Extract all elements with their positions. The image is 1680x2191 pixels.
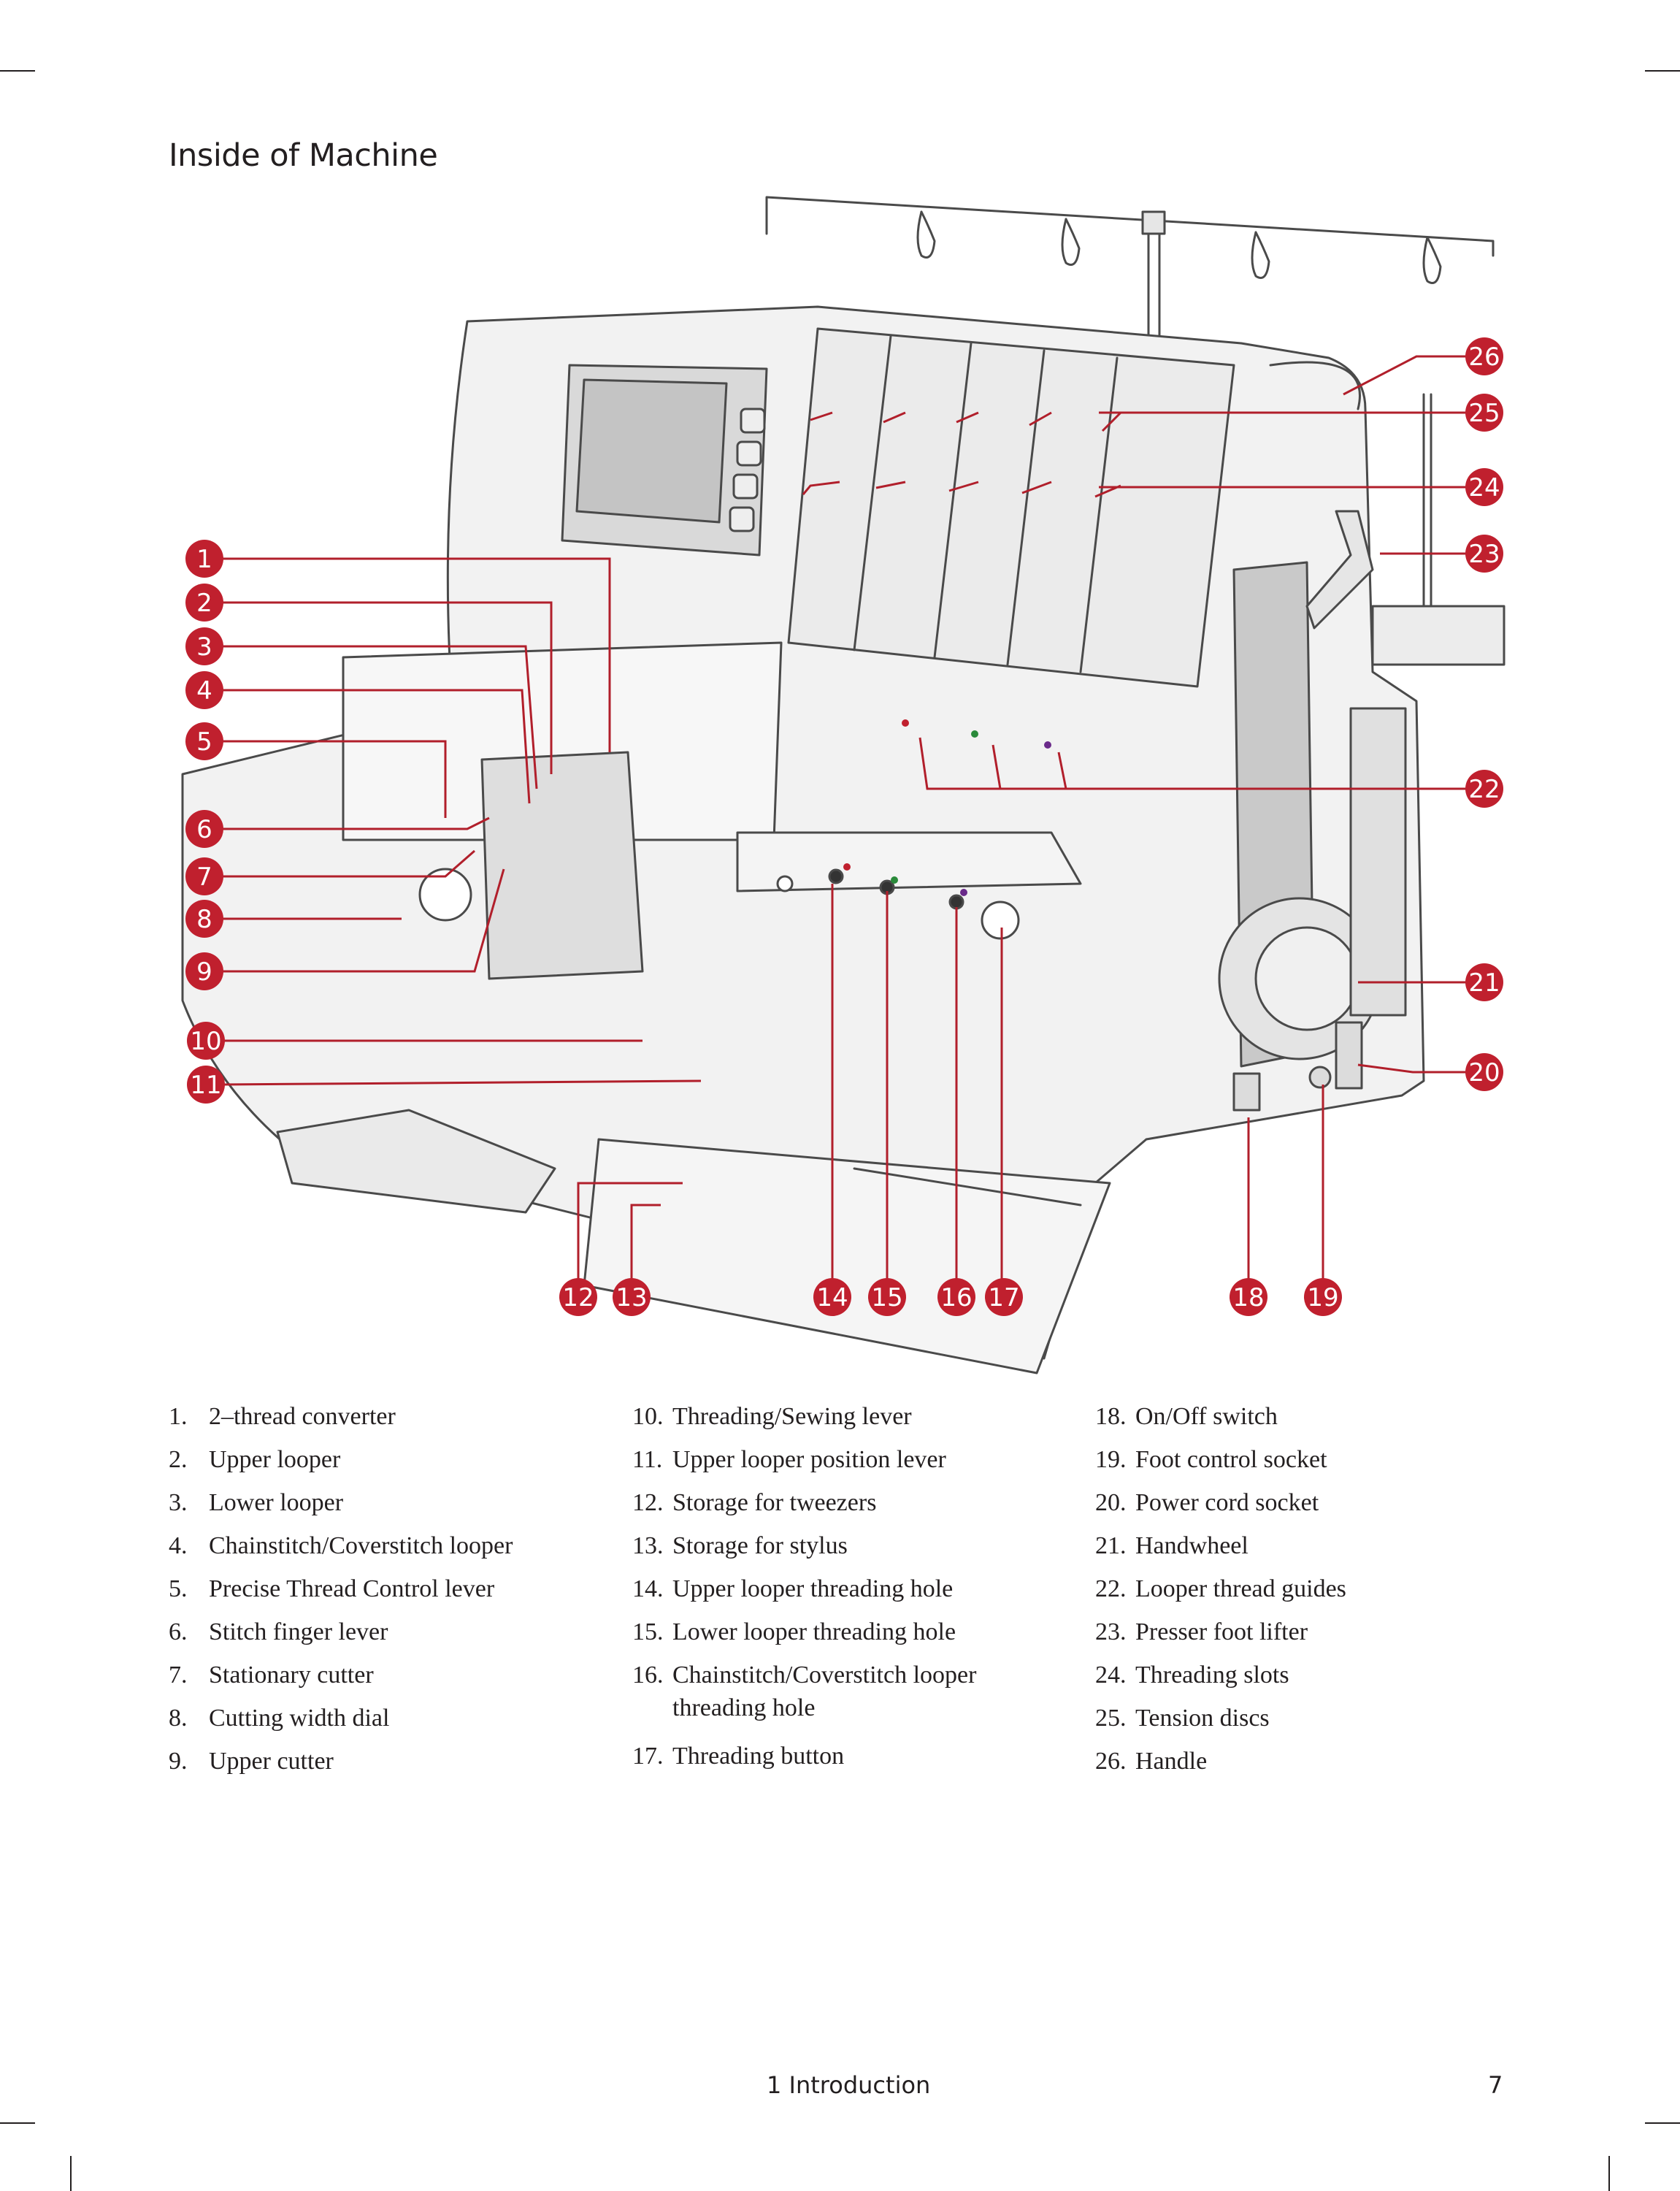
svg-text:9: 9	[196, 957, 212, 987]
legend-column-2: 10.Threading/Sewing lever 11.Upper loope…	[632, 1395, 1016, 1778]
callout-20: 20	[1465, 1053, 1503, 1091]
legend-column-3: 18.On/Off switch 19.Foot control socket …	[1095, 1395, 1346, 1783]
svg-text:11: 11	[190, 1071, 221, 1100]
thread-stand	[765, 196, 1495, 257]
callout-12: 12	[559, 1278, 597, 1316]
legend-item: 6.Stitch finger lever	[169, 1618, 388, 1645]
crop-mark	[0, 2122, 35, 2124]
legend-item: 8.Cutting width dial	[169, 1705, 390, 1732]
callout-11: 11	[187, 1066, 225, 1104]
callout-17: 17	[985, 1278, 1023, 1316]
legend-item: 20.Power cord socket	[1095, 1489, 1319, 1516]
svg-text:1: 1	[196, 545, 212, 574]
crop-mark	[1608, 2156, 1610, 2191]
callout-24: 24	[1465, 468, 1503, 506]
legend-item: 25.Tension discs	[1095, 1705, 1270, 1732]
legend-item: 22.Looper thread guides	[1095, 1575, 1346, 1602]
crop-mark	[1645, 70, 1680, 72]
legend-item: 10.Threading/Sewing lever	[632, 1403, 912, 1430]
legend-item: 14.Upper looper threading hole	[632, 1575, 954, 1602]
callout-18: 18	[1230, 1278, 1267, 1316]
svg-text:6: 6	[196, 815, 212, 844]
svg-text:16: 16	[940, 1283, 972, 1312]
legend-item: 16.Chainstitch/Coverstitch looper thread…	[632, 1662, 977, 1721]
callout-15: 15	[868, 1278, 906, 1316]
callout-19: 19	[1304, 1278, 1342, 1316]
svg-text:4: 4	[196, 676, 212, 706]
svg-text:22: 22	[1468, 775, 1500, 804]
legend-item: 17.Threading button	[632, 1743, 845, 1770]
svg-text:15: 15	[871, 1283, 902, 1312]
callout-13: 13	[613, 1278, 651, 1316]
legend-item: 11.Upper looper position lever	[632, 1446, 946, 1473]
legend-item: 26.Handle	[1095, 1748, 1208, 1775]
legend-column-1: 1.2–thread converter 2.Upper looper 3.Lo…	[169, 1395, 513, 1783]
legend-item: 15.Lower looper threading hole	[632, 1618, 956, 1645]
svg-text:24: 24	[1468, 473, 1500, 502]
callout-23: 23	[1465, 535, 1503, 573]
svg-text:8: 8	[196, 905, 212, 934]
callout-badges: 1 2 3 4 5 6 7 8 9 10 11 12 13 14 15 16 1…	[185, 337, 1503, 1316]
svg-text:17: 17	[988, 1283, 1019, 1312]
svg-text:19: 19	[1307, 1283, 1338, 1312]
legend-item: 7.Stationary cutter	[169, 1662, 374, 1689]
legend-item: 9.Upper cutter	[169, 1748, 334, 1775]
callout-26: 26	[1465, 337, 1503, 375]
callout-2: 2	[185, 584, 223, 622]
svg-text:18: 18	[1232, 1283, 1264, 1312]
machine-illustration: 1 2 3 4 5 6 7 8 9 10 11 12 13 14 15 16 1…	[181, 196, 1506, 1374]
svg-text:10: 10	[190, 1027, 221, 1056]
legend-item: 12.Storage for tweezers	[632, 1489, 877, 1516]
legend-item: 24.Threading slots	[1095, 1662, 1289, 1689]
legend-item: 1.2–thread converter	[169, 1403, 396, 1430]
callout-6: 6	[185, 810, 223, 848]
callout-25: 25	[1465, 394, 1503, 432]
callout-16: 16	[937, 1278, 975, 1316]
crop-mark	[70, 2156, 72, 2191]
svg-text:12: 12	[562, 1283, 594, 1312]
svg-text:26: 26	[1468, 343, 1500, 372]
callout-10: 10	[187, 1022, 225, 1060]
callout-8: 8	[185, 900, 223, 938]
callout-1: 1	[185, 540, 223, 578]
callout-4: 4	[185, 671, 223, 709]
legend-item: 23.Presser foot lifter	[1095, 1618, 1308, 1645]
footer-section-title: 1 Introduction	[767, 2071, 931, 2099]
callout-7: 7	[185, 857, 223, 895]
svg-text:14: 14	[816, 1283, 848, 1312]
svg-text:3: 3	[196, 632, 212, 662]
legend-item: 5.Precise Thread Control lever	[169, 1575, 495, 1602]
svg-text:7: 7	[196, 863, 212, 892]
svg-text:21: 21	[1468, 968, 1500, 998]
callout-9: 9	[185, 952, 223, 990]
footer-page-number: 7	[1488, 2071, 1503, 2099]
svg-text:13: 13	[615, 1283, 647, 1312]
svg-text:5: 5	[196, 727, 212, 757]
legend-item: 13.Storage for stylus	[632, 1532, 848, 1559]
callout-14: 14	[813, 1278, 851, 1316]
svg-text:20: 20	[1468, 1058, 1500, 1087]
callout-21: 21	[1465, 963, 1503, 1001]
legend-item: 21.Handwheel	[1095, 1532, 1249, 1559]
svg-text:2: 2	[196, 589, 212, 618]
svg-text:23: 23	[1468, 540, 1500, 569]
svg-text:25: 25	[1468, 399, 1500, 428]
crop-mark	[1645, 2122, 1680, 2124]
legend-item: 4.Chainstitch/Coverstitch looper	[169, 1532, 513, 1559]
page-title: Inside of Machine	[169, 137, 438, 174]
crop-mark	[0, 70, 35, 72]
legend-item: 19.Foot control socket	[1095, 1446, 1327, 1473]
callout-5: 5	[185, 722, 223, 760]
callout-22: 22	[1465, 770, 1503, 808]
callout-3: 3	[185, 627, 223, 665]
legend-item: 3.Lower looper	[169, 1489, 344, 1516]
thread-color-marks	[843, 719, 1051, 896]
legend-item: 2.Upper looper	[169, 1446, 341, 1473]
legend-item: 18.On/Off switch	[1095, 1403, 1278, 1430]
